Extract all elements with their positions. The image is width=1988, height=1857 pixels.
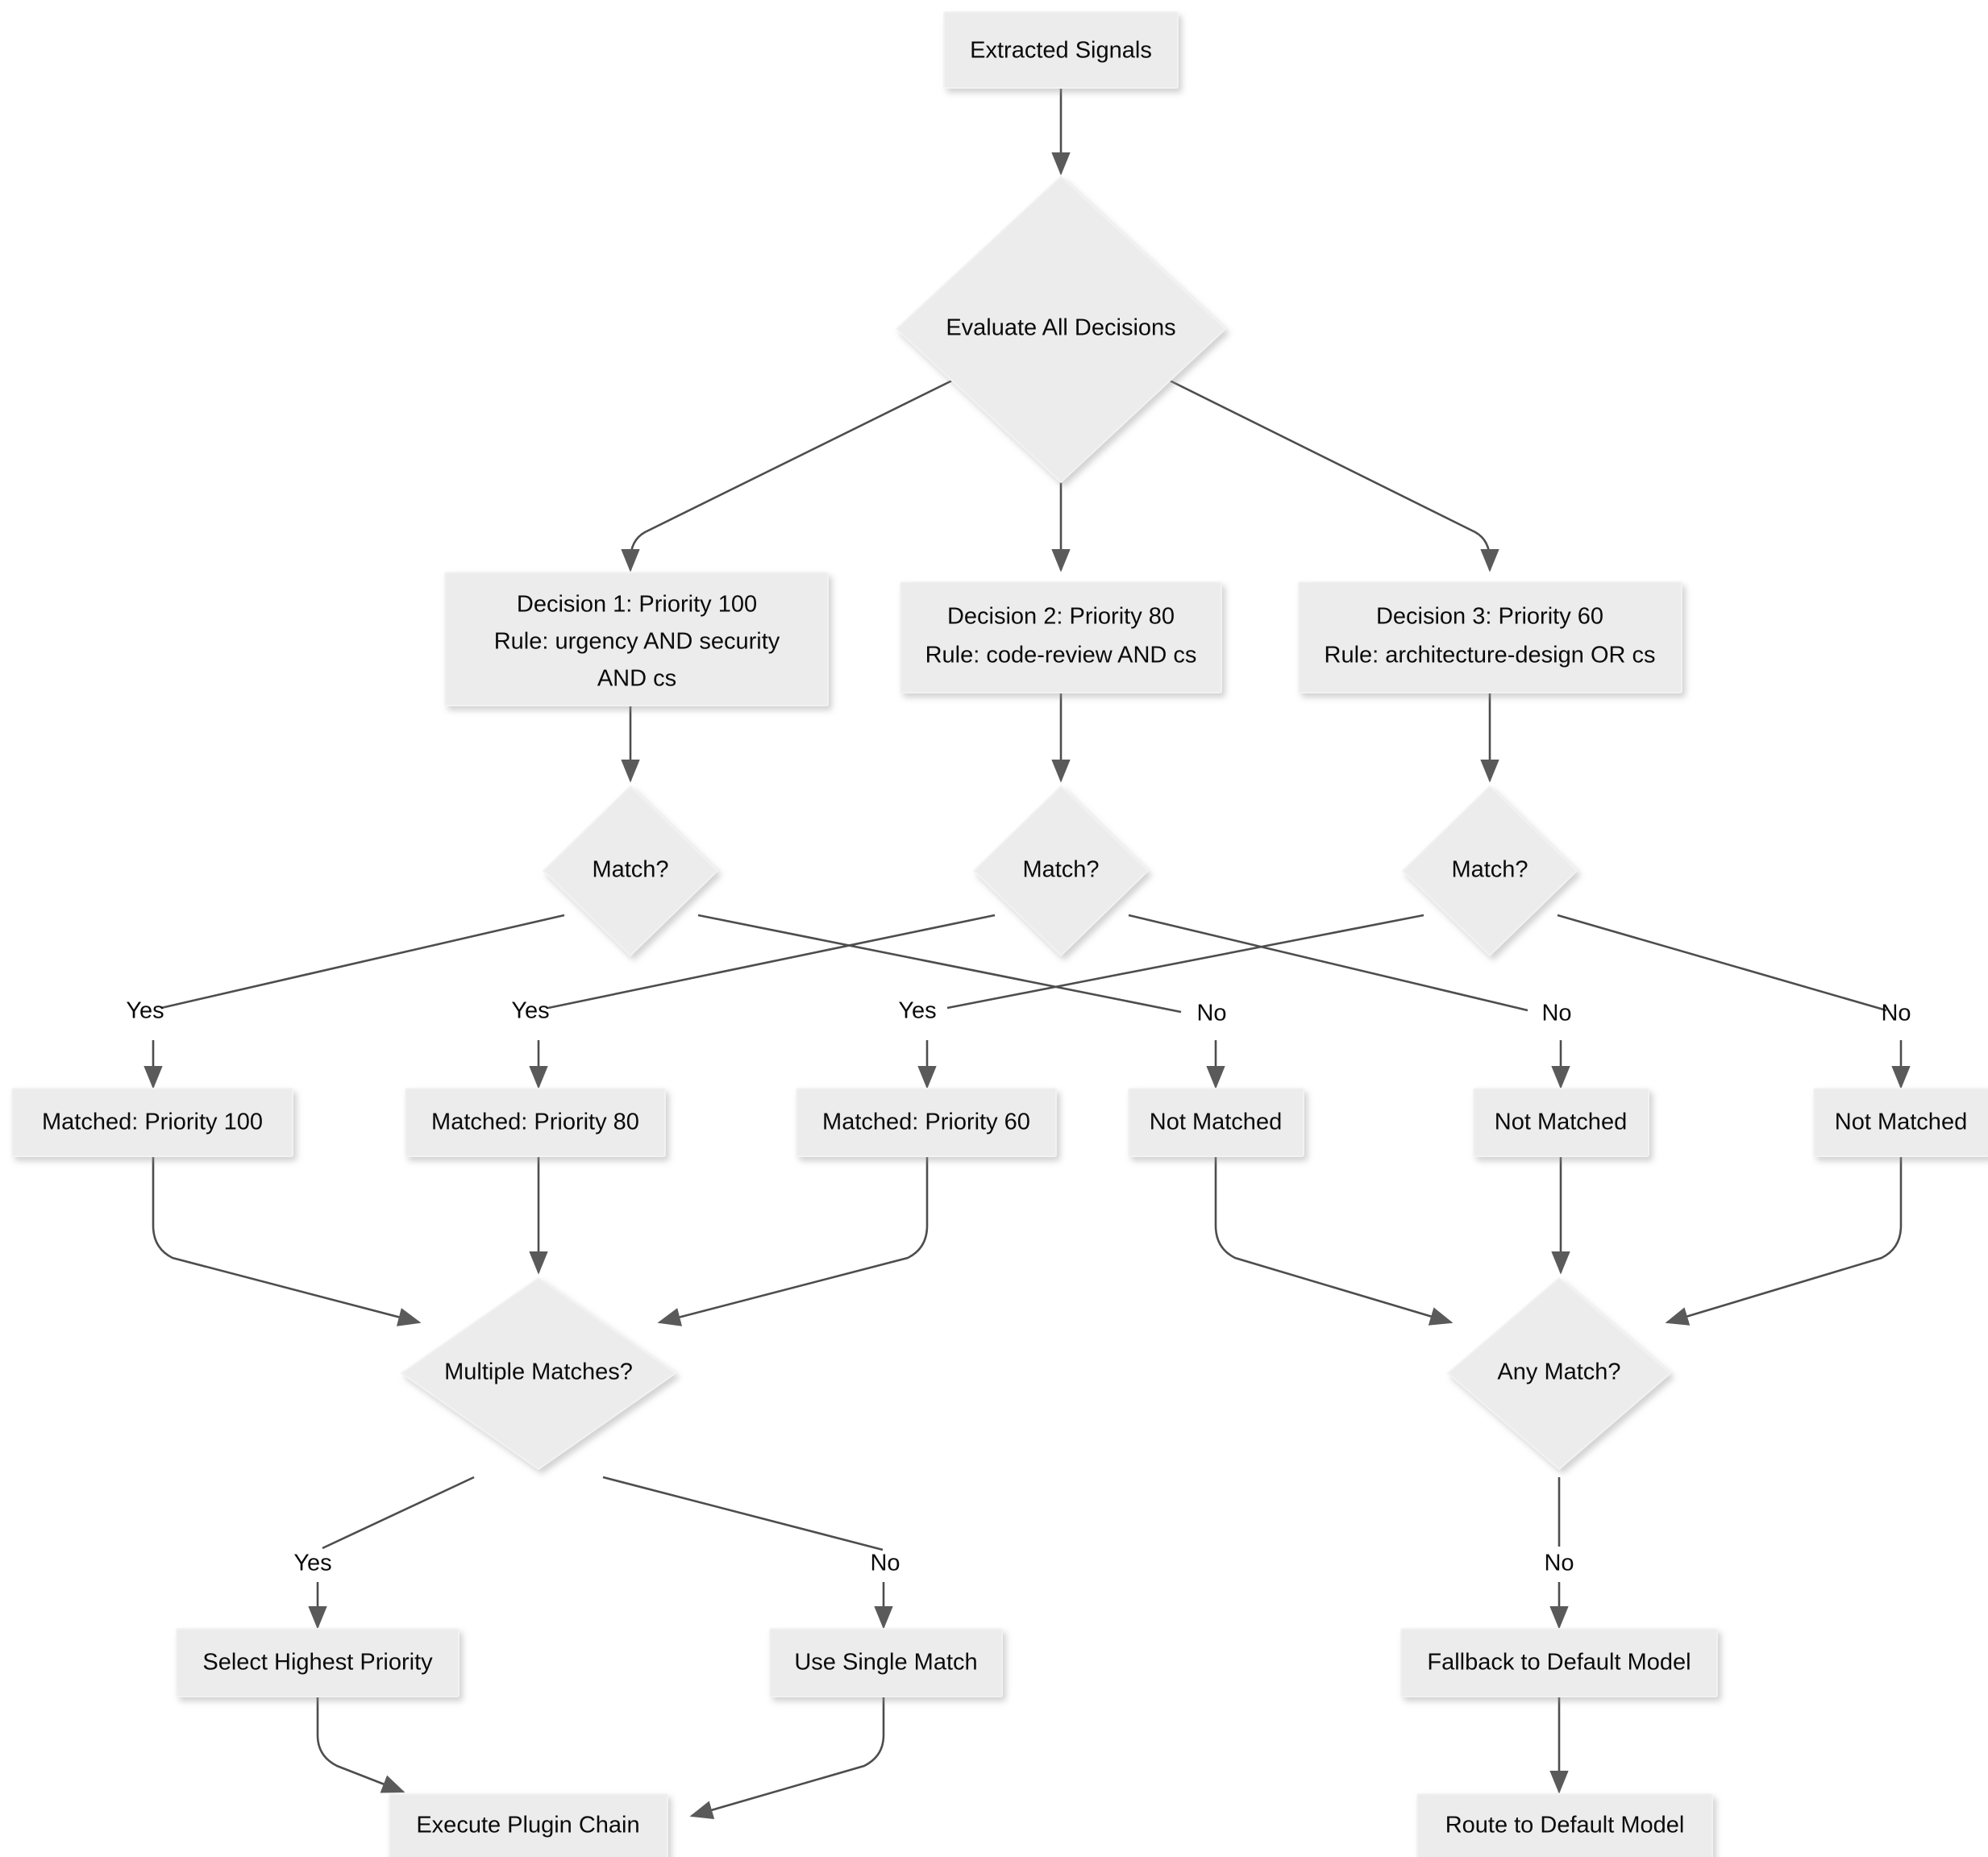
edge-notmatched1-to-anymatch — [1214, 1155, 1454, 1326]
node-multiple-matches[interactable]: Multiple Matches? — [400, 1276, 677, 1471]
edge-group — [143, 87, 1911, 1820]
node-label-multiple-matches: Multiple Matches? — [444, 1359, 633, 1385]
edge-multiple-no — [602, 1476, 884, 1551]
node-label-evaluate-all-decisions: Evaluate All Decisions — [946, 315, 1175, 341]
node-label-fallback-default: Fallback to Default Model — [1427, 1650, 1691, 1676]
edge-label-yes-3: Yes — [898, 998, 936, 1024]
edge-match1-no — [697, 914, 1182, 1014]
node-label-not-matched-3: Not Matched — [1835, 1110, 1967, 1135]
node-label-matched-100: Matched: Priority 100 — [42, 1110, 263, 1135]
node-match-2[interactable]: Match? — [972, 785, 1150, 957]
node-label-decision2-line1: Decision 2: Priority 80 — [947, 604, 1175, 630]
node-matched-priority-100[interactable]: Matched: Priority 100 — [11, 1088, 293, 1157]
node-use-single-match[interactable]: Use Single Match — [769, 1628, 1003, 1697]
node-label-route-default: Route to Default Model — [1445, 1813, 1685, 1838]
node-label-not-matched-2: Not Matched — [1495, 1110, 1627, 1135]
edge-matched100-to-multiple — [152, 1155, 422, 1326]
node-label-select-highest: Select Highest Priority — [202, 1650, 433, 1676]
node-label-match-3: Match? — [1451, 857, 1528, 883]
node-label-extracted-signals: Extracted Signals — [970, 38, 1152, 64]
edge-label-group-matchrow: Yes Yes Yes No No No — [126, 998, 1911, 1026]
node-label-matched-80: Matched: Priority 80 — [431, 1110, 639, 1135]
node-matched-priority-60[interactable]: Matched: Priority 60 — [796, 1088, 1057, 1157]
node-decision-3[interactable]: Decision 3: Priority 60 Rule: architectu… — [1298, 581, 1682, 693]
node-label-match-1: Match? — [592, 857, 668, 883]
edge-single-to-execute — [689, 1697, 885, 1820]
node-select-highest-priority[interactable]: Select Highest Priority — [176, 1628, 460, 1697]
edge-label-any-no: No — [1544, 1551, 1574, 1576]
node-execute-plugin-chain[interactable]: Execute Plugin Chain — [389, 1793, 668, 1857]
node-label-execute-plugin-chain: Execute Plugin Chain — [416, 1813, 639, 1838]
node-label-any-match: Any Match? — [1497, 1359, 1620, 1385]
node-extracted-signals[interactable]: Extracted Signals — [943, 11, 1179, 89]
edge-label-multiple-no: No — [870, 1551, 900, 1576]
node-matched-priority-80[interactable]: Matched: Priority 80 — [405, 1088, 666, 1157]
node-label-decision2-line2: Rule: code-review AND cs — [925, 643, 1197, 668]
edge-match3-yes — [946, 914, 1424, 1010]
edge-label-group-bottom: Yes No No — [293, 1551, 1574, 1576]
node-evaluate-all-decisions[interactable]: Evaluate All Decisions — [895, 175, 1227, 484]
node-decision-2[interactable]: Decision 2: Priority 80 Rule: code-revie… — [900, 581, 1222, 693]
node-label-decision3-line1: Decision 3: Priority 60 — [1376, 604, 1603, 630]
node-label-use-single: Use Single Match — [794, 1650, 977, 1676]
edge-notmatched3-to-anymatch — [1665, 1155, 1903, 1326]
edge-label-yes-2: Yes — [511, 998, 549, 1024]
node-not-matched-1[interactable]: Not Matched — [1128, 1088, 1304, 1157]
node-any-match[interactable]: Any Match? — [1446, 1276, 1672, 1471]
edge-match3-no — [1557, 914, 1887, 1012]
edge-match2-no — [1128, 914, 1528, 1012]
node-match-3[interactable]: Match? — [1401, 785, 1578, 957]
edge-label-no-2: No — [1541, 1001, 1571, 1026]
node-decision-1[interactable]: Decision 1: Priority 100 Rule: urgency A… — [444, 572, 829, 706]
edge-matched60-to-multiple — [657, 1155, 929, 1326]
edge-label-no-3: No — [1881, 1001, 1911, 1026]
node-label-matched-60: Matched: Priority 60 — [822, 1110, 1030, 1135]
node-label-decision1-line2: Rule: urgency AND security — [494, 629, 780, 655]
edge-label-multiple-yes: Yes — [293, 1551, 331, 1576]
node-not-matched-3[interactable]: Not Matched — [1813, 1088, 1988, 1157]
edge-evaluate-to-decision1 — [621, 377, 956, 573]
node-not-matched-2[interactable]: Not Matched — [1473, 1088, 1649, 1157]
node-label-match-2: Match? — [1022, 857, 1099, 883]
node-label-decision3-line2: Rule: architecture-design OR cs — [1325, 643, 1656, 668]
node-fallback-default-model[interactable]: Fallback to Default Model — [1400, 1628, 1718, 1697]
node-route-default-model[interactable]: Route to Default Model — [1416, 1793, 1713, 1857]
node-label-not-matched-1: Not Matched — [1150, 1110, 1282, 1135]
node-label-decision1-line3: AND cs — [597, 666, 676, 692]
edge-match2-yes — [547, 914, 996, 1010]
edge-select-to-execute — [316, 1697, 406, 1793]
edge-match1-yes — [160, 914, 565, 1010]
edge-label-yes-1: Yes — [126, 998, 164, 1024]
edge-label-no-1: No — [1196, 1001, 1226, 1026]
node-label-decision1-line1: Decision 1: Priority 100 — [517, 592, 757, 618]
edge-multiple-yes — [322, 1476, 475, 1550]
edge-evaluate-to-decision3 — [1166, 377, 1499, 573]
node-match-1[interactable]: Match? — [542, 785, 719, 957]
